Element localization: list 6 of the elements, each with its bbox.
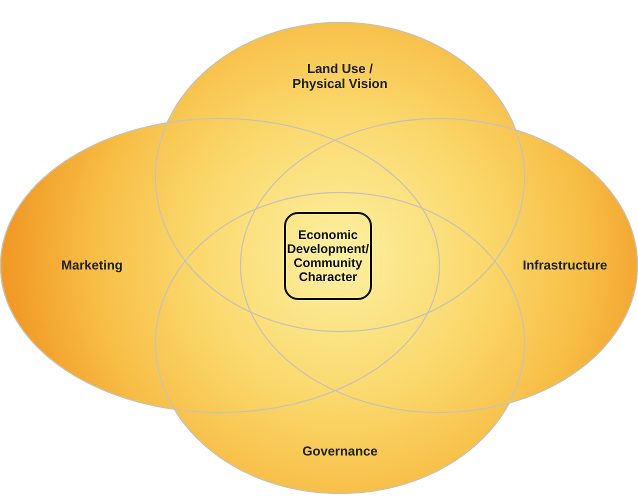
region-label: Marketing xyxy=(60,258,124,272)
bottom-ellipse xyxy=(155,192,525,494)
region-label: Infrastructure xyxy=(522,258,608,272)
region-label: Governance xyxy=(301,444,379,458)
center-label: Economic Development/ Community Character xyxy=(287,228,369,284)
region-label: Land Use / Physical Vision xyxy=(291,61,389,91)
